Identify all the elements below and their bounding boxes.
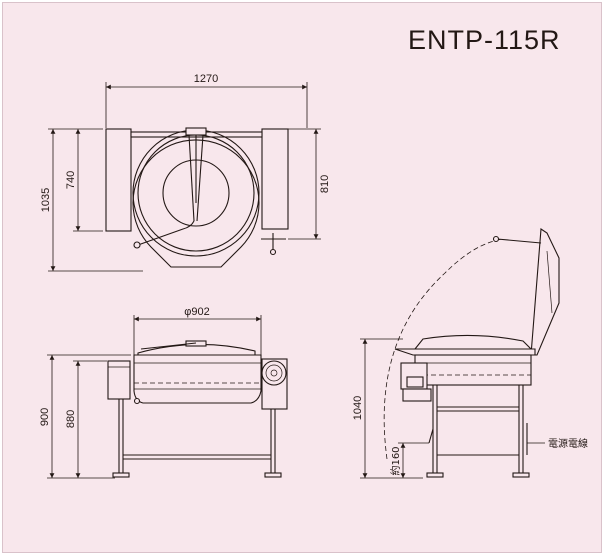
dim-top-width: 1270: [194, 73, 218, 85]
drawing-sheet: ENTP-115R 1270 1035 740: [2, 2, 602, 553]
dim-front-height-total: 900: [39, 408, 51, 426]
dim-side-height-open: 1040: [352, 396, 364, 420]
top-view: 1270 1035 740 810: [40, 73, 331, 272]
dim-top-depth-right: 810: [319, 175, 331, 193]
model-title: ENTP-115R: [408, 25, 561, 55]
dim-top-depth-total: 1035: [40, 188, 52, 212]
dim-front-diameter: φ902: [184, 306, 210, 318]
dim-top-depth-body: 740: [65, 171, 77, 189]
front-view: φ902 900 880 230: [39, 306, 288, 479]
dim-front-height-rim: 880: [65, 410, 77, 428]
dim-side-floor-clearance: 約160: [389, 446, 402, 475]
power-cord-label: 電源電線: [548, 437, 588, 450]
side-view: 電源電線 1040 約160: [352, 228, 588, 479]
technical-drawing: 1270 1035 740 810: [39, 73, 588, 479]
